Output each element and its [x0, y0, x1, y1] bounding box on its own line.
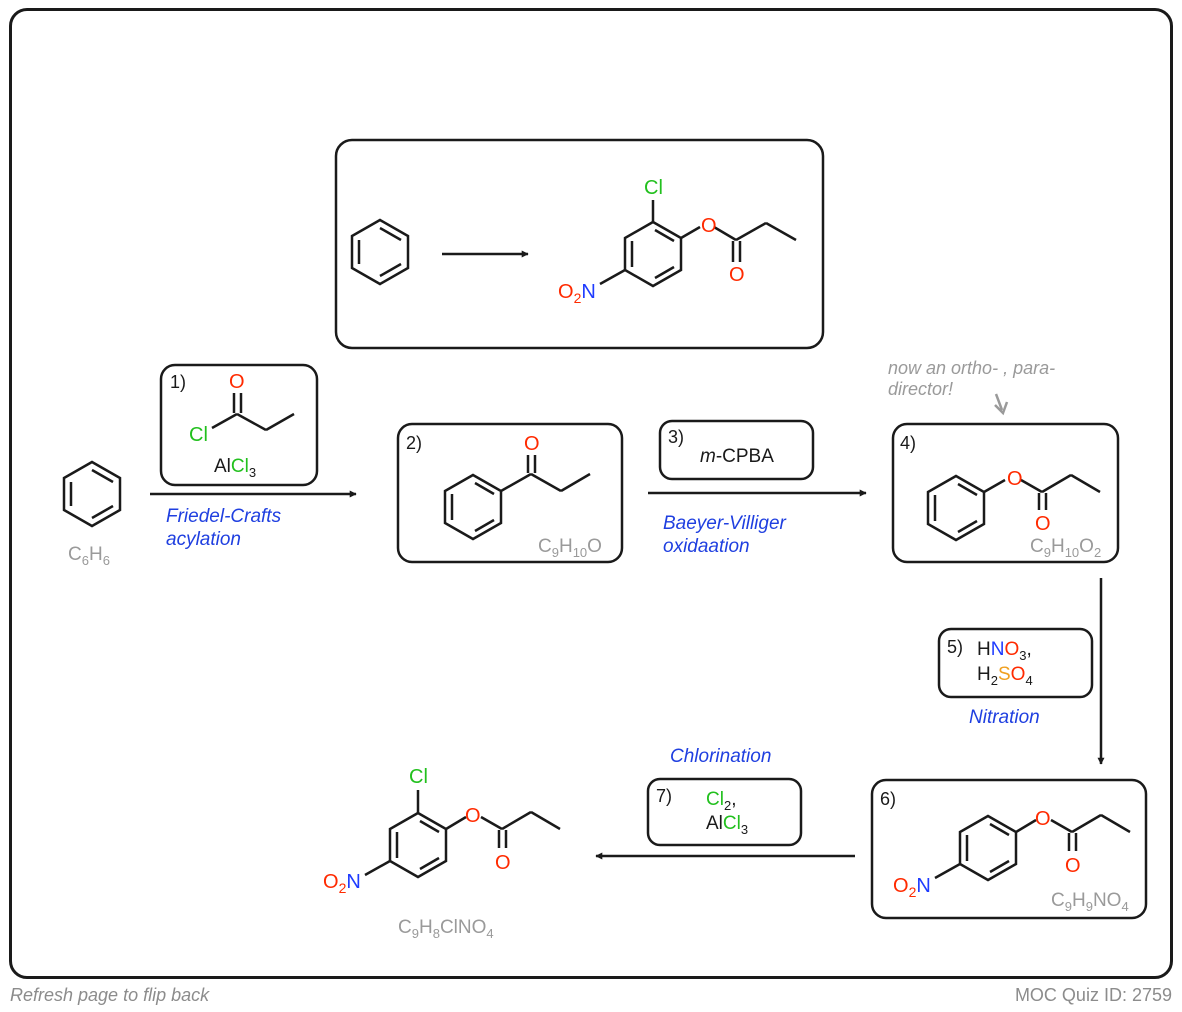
- note-arrow-icon: [994, 393, 1004, 411]
- nitro-label: O2N: [893, 875, 931, 900]
- benzene-start: C6H6: [62, 460, 122, 568]
- formula-label: C9H9NO4: [1051, 890, 1129, 914]
- oxygen-label: O: [1007, 468, 1023, 490]
- step3-label-line2: oxidaation: [663, 536, 750, 557]
- step3-reagent-box: 3) m-CPBA: [658, 419, 815, 481]
- final-product: Cl O O O2N C9H8ClNO4: [323, 766, 561, 941]
- target-molecule: Cl O O O2N: [558, 177, 797, 306]
- oxygen-label: O: [701, 215, 717, 237]
- nitro-label: O2N: [323, 871, 361, 896]
- formula-label: C9H8ClNO4: [398, 917, 494, 941]
- target-box: Cl O O O2N: [334, 138, 825, 350]
- formula-label: C9H10O: [538, 536, 602, 560]
- oxygen-label: O: [229, 371, 245, 393]
- carbonyl-oxygen-label: O: [729, 264, 745, 286]
- formula-label: C9H10O2: [1030, 536, 1101, 560]
- carbonyl-oxygen-label: O: [1065, 855, 1081, 877]
- oxygen-label: O: [1035, 808, 1051, 830]
- step-number: 1): [170, 372, 186, 392]
- benzene-icon: [350, 218, 410, 286]
- mcpba-label: m-CPBA: [700, 446, 774, 467]
- flip-hint: Refresh page to flip back: [10, 985, 210, 1005]
- benzene-icon: [62, 460, 122, 528]
- step-number: 7): [656, 786, 672, 806]
- chlorine-label: Cl: [644, 177, 663, 199]
- carbonyl-oxygen-label: O: [495, 852, 511, 874]
- step-number: 2): [406, 433, 422, 453]
- step5-label: Nitration: [969, 707, 1040, 728]
- step-number: 5): [947, 637, 963, 657]
- step-number: 3): [668, 427, 684, 447]
- alcl3-label: AlCl3: [706, 813, 748, 837]
- chlorine-label: Cl: [189, 424, 208, 446]
- cl2-label: Cl2,: [706, 789, 736, 813]
- step5-reagent-box: 5) HNO3, H2SO4: [937, 627, 1094, 699]
- director-note-line2: director!: [888, 379, 953, 399]
- step2-product-box: 2) O C9H10O: [396, 422, 624, 564]
- h2so4-label: H2SO4: [977, 664, 1033, 688]
- quiz-id: MOC Quiz ID: 2759: [1014, 985, 1172, 1005]
- step-number: 4): [900, 433, 916, 453]
- step-number: 6): [880, 789, 896, 809]
- chlorine-label: Cl: [409, 766, 428, 788]
- step7-reagent-box: 7) Cl2, AlCl3: [646, 777, 803, 847]
- director-note: now an ortho- , para-: [888, 358, 1055, 378]
- step7-label: Chlorination: [670, 746, 771, 767]
- carbonyl-oxygen-label: O: [1035, 513, 1051, 535]
- step1-label: Friedel-Crafts: [166, 506, 282, 527]
- step3-label: Baeyer-Villiger: [663, 513, 787, 534]
- step1-label-line2: acylation: [166, 529, 241, 550]
- step6-product-box: 6) O O O2N C9H9NO4: [870, 778, 1148, 920]
- formula-label: C6H6: [68, 544, 110, 568]
- oxygen-label: O: [524, 433, 540, 455]
- hno3-label: HNO3,: [977, 639, 1032, 663]
- oxygen-label: O: [465, 805, 481, 827]
- step4-product-box: 4) O O C9H10O2: [891, 422, 1120, 564]
- alcl3-label: AlCl3: [214, 456, 256, 480]
- step1-reagent-box: 1) O Cl AlCl3: [159, 363, 319, 487]
- nitro-label: O2N: [558, 281, 596, 306]
